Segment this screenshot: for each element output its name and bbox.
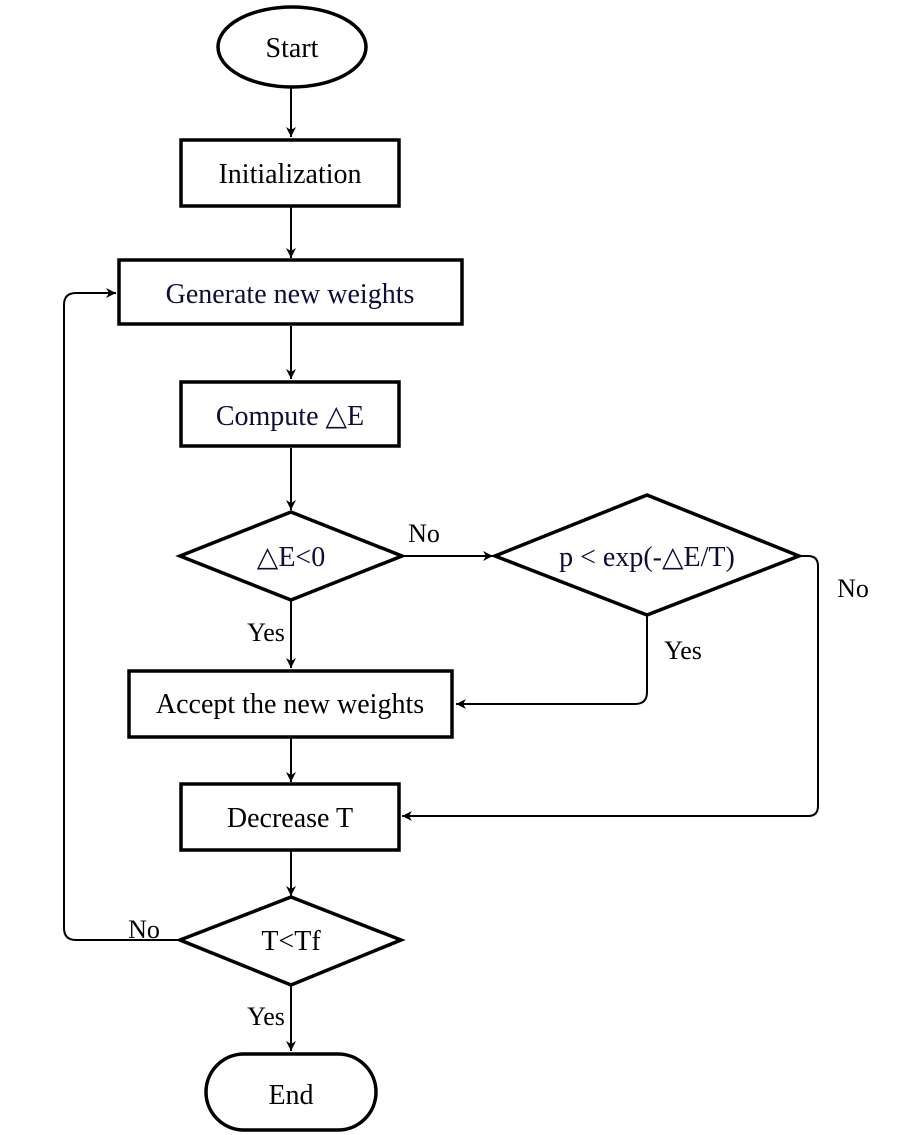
edge-check-p-no: [402, 555, 819, 821]
de-no-label: No: [408, 519, 440, 548]
edge-check-t-no: [63, 288, 180, 941]
check-de-diamond: [175, 510, 407, 602]
check-de-label: △E<0: [257, 542, 325, 573]
generate-label: Generate new weights: [166, 279, 415, 310]
compute-box: [179, 380, 401, 448]
p-yes-label: Yes: [664, 636, 702, 665]
accept-box: [127, 669, 454, 739]
t-yes-label: Yes: [247, 1002, 285, 1031]
accept-label: Accept the new weights: [156, 689, 424, 720]
end-node: [204, 1052, 378, 1132]
t-no-label: No: [128, 915, 160, 944]
check-t-label: T<Tf: [261, 926, 321, 957]
end-label: End: [268, 1080, 313, 1111]
edge-check-p-yes: [456, 615, 648, 709]
check-p-diamond: [490, 493, 804, 617]
check-t-diamond: [175, 895, 406, 987]
start-node: [216, 5, 368, 89]
decrease-box: [179, 782, 401, 852]
compute-label: Compute △E: [216, 401, 364, 432]
p-no-label: No: [837, 574, 869, 603]
init-label: Initialization: [218, 159, 361, 190]
de-yes-label: Yes: [247, 618, 285, 647]
decrease-label: Decrease T: [227, 803, 353, 834]
generate-box: [117, 258, 464, 326]
start-label: Start: [266, 33, 319, 64]
check-p-label: p < exp(-△E/T): [559, 542, 735, 573]
init-box: [179, 138, 401, 208]
